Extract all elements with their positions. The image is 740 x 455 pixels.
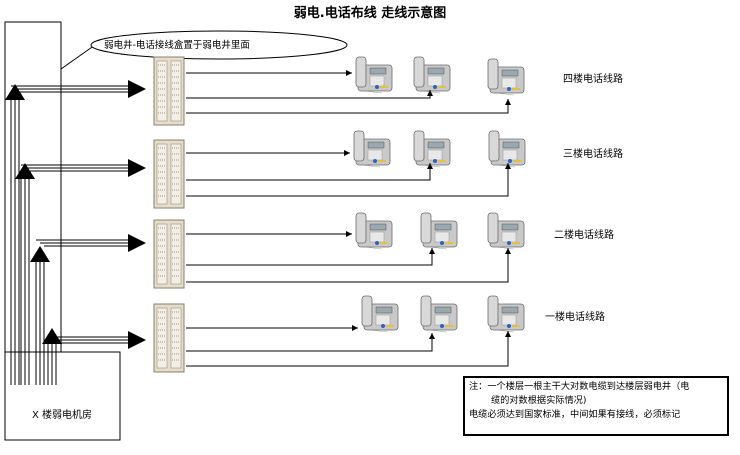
telephone-icon (420, 295, 458, 333)
callout-label: 弱电井-电话接线盒置于弱电井里面 (104, 40, 250, 51)
telephone-icon (355, 212, 393, 250)
telephone-icon (488, 130, 526, 168)
floor-label-3: 三楼电话线路 (563, 149, 623, 160)
machine-room-label: X 楼弱电机房 (31, 410, 93, 421)
telephone-icon (353, 130, 391, 168)
telephone-icon (355, 56, 393, 94)
telephone-icon (413, 56, 451, 94)
floor-label-1: 一楼电话线路 (545, 312, 605, 323)
floor-label-4: 四楼电话线路 (563, 74, 623, 85)
diagram-title: 弱电.电话布线 走线示意图 (293, 6, 447, 21)
patch-panel-icon (153, 219, 185, 289)
note-line-2: 缆的对数根据实际情况) (491, 395, 587, 406)
patch-panel-icon (153, 139, 185, 209)
telephone-icon (420, 212, 458, 250)
note-line-1: 注：一个楼层一根主干大对数电缆到达楼层弱电井（电 (469, 381, 690, 392)
note-line-3: 电缆必须达到国家标准，中间如果有接线，必须标记 (469, 409, 681, 420)
note-box: 注：一个楼层一根主干大对数电缆到达楼层弱电井（电 缆的对数根据实际情况) 电缆必… (463, 376, 729, 436)
telephone-icon (487, 58, 525, 96)
floor-label-2: 二楼电话线路 (554, 230, 614, 241)
telephone-icon (487, 212, 525, 250)
telephone-icon (361, 295, 399, 333)
patch-panel-icon (153, 303, 185, 373)
telephone-icon (487, 295, 525, 333)
patch-panel-icon (153, 56, 185, 126)
telephone-icon (413, 130, 451, 168)
